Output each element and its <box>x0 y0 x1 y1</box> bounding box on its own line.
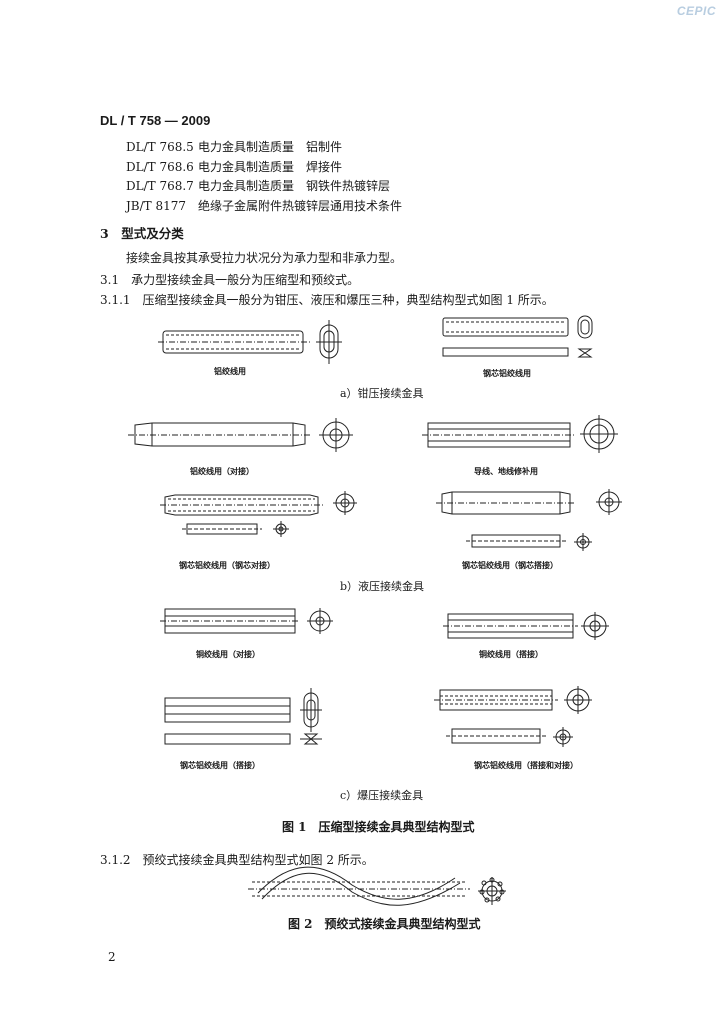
sleeve-drawing <box>160 494 324 535</box>
figure-1-title: 图 1 压缩型接续金具典型结构型式 <box>282 820 475 834</box>
clause-3-1-1: 3.1.1 压缩型接续金具一般分为钳压、液压和爆压三种，典型结构型式如图 1 所… <box>100 293 554 307</box>
reference-code: JB/T 8177 <box>126 198 187 213</box>
reference-item: DL/T 768.6 电力金具制造质量 焊接件 <box>126 158 402 178</box>
round-section-drawing <box>273 491 357 537</box>
sleeve-drawing <box>442 317 569 357</box>
round-section-drawing <box>307 608 333 634</box>
reference-item: DL/T 768.5 电力金具制造质量 铝制件 <box>126 138 402 158</box>
reference-title: 电力金具制造质量 钢铁件热镀锌层 <box>198 179 391 193</box>
page-number: 2 <box>108 950 116 964</box>
figure-label: 钢芯铝绞线用（钢芯对接） <box>179 560 275 570</box>
figure-label: 钢芯铝绞线用 <box>483 368 531 378</box>
subcaption-b: b）液压接续金具 <box>340 580 425 593</box>
reference-item: DL/T 768.7 电力金具制造质量 钢铁件热镀锌层 <box>126 177 402 197</box>
sleeve-drawing <box>436 491 576 548</box>
sleeve-drawing <box>422 422 576 448</box>
reference-title: 电力金具制造质量 铝制件 <box>198 140 343 154</box>
watermark-logo: CEPIC <box>676 4 716 18</box>
figure-label: 钢芯铝绞线用（搭接） <box>180 760 260 770</box>
figure-label: 钢芯铝绞线用（钢芯搭接） <box>462 560 558 570</box>
oval-section-drawing <box>577 315 593 358</box>
figure-label: 铝绞线用 <box>214 366 246 376</box>
reference-code: DL/T 768.5 <box>126 140 194 154</box>
reference-title: 绝缘子金属附件热镀锌层通用技术条件 <box>198 198 403 213</box>
preformed-section-drawing <box>478 877 506 905</box>
clause-3-1: 3.1 承力型接续金具一般分为压缩型和预绞式。 <box>100 273 360 287</box>
preformed-splice-drawing <box>248 866 470 906</box>
sleeve-drawing <box>164 697 291 745</box>
reference-title: 电力金具制造质量 焊接件 <box>198 159 343 174</box>
figure-2-title: 图 2 预绞式接续金具典型结构型式 <box>288 917 481 931</box>
sleeve-drawing <box>128 422 312 447</box>
round-section-drawing <box>580 415 618 453</box>
sleeve-drawing <box>443 613 578 639</box>
subcaption-c: c）爆压接续金具 <box>340 789 424 802</box>
standard-number-header: DL / T 758 — 2009 <box>100 113 211 128</box>
clause-3-1-2: 3.1.2 预绞式接续金具典型结构型式如图 2 所示。 <box>100 853 374 867</box>
sleeve-drawing <box>160 608 300 634</box>
figure-label: 铜绞线用（搭接） <box>479 649 543 659</box>
round-section-drawing <box>553 686 592 747</box>
subcaption-a: a）钳压接续金具 <box>340 387 424 400</box>
section-heading: 3 型式及分类 <box>100 226 184 241</box>
round-section-drawing <box>581 612 609 640</box>
oval-section-drawing <box>316 320 342 364</box>
figure-label: 铜绞线用（对接） <box>196 649 260 659</box>
figure-label: 导线、地线修补用 <box>474 466 538 476</box>
section-intro-paragraph: 接续金具按其承受拉力状况分为承力型和非承力型。 <box>126 251 403 265</box>
normative-references-list: DL/T 768.5 电力金具制造质量 铝制件 DL/T 768.6 电力金具制造质… <box>126 138 402 216</box>
figure-label: 铝绞线用（对接） <box>190 466 254 476</box>
round-section-drawing <box>574 489 622 551</box>
round-section-drawing <box>319 418 353 452</box>
reference-code: DL/T 768.7 <box>126 179 194 193</box>
sleeve-drawing <box>434 689 558 744</box>
figure-label: 钢芯铝绞线用（搭接和对接） <box>474 760 578 770</box>
sleeve-drawing <box>158 330 310 354</box>
reference-code: DL/T 768.6 <box>126 159 194 174</box>
oval-section-drawing <box>300 688 322 745</box>
reference-item: JB/T 8177 绝缘子金属附件热镀锌层通用技术条件 <box>126 197 402 217</box>
